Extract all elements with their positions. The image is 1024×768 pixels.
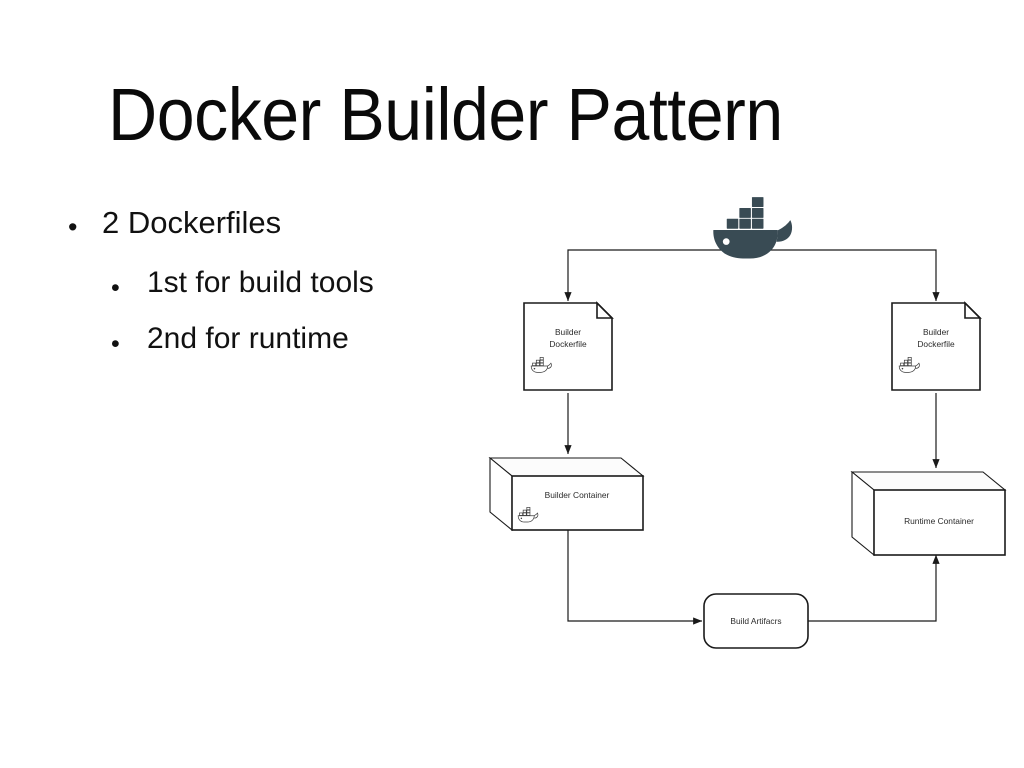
node-label: Runtime Container: [904, 516, 974, 526]
edge-build-artifacts-to-runtime-container: [808, 554, 940, 622]
edge-builder-container-to-build-artifacts: [567, 530, 703, 625]
edge-logo-to-left-dockerfile: [564, 249, 752, 302]
docker-builder-pattern-diagram: Builder Dockerfile Builder Dockerfile: [480, 180, 1024, 670]
node-builder-container: Builder Container: [488, 456, 645, 532]
cube-top-face: [850, 471, 1007, 491]
bullet-text-1: 2 Dockerfiles: [102, 205, 282, 240]
node-label-line1: Builder: [555, 327, 581, 337]
diagram-edges: [564, 249, 940, 625]
cube-front-face: [873, 489, 1006, 556]
bullet-dot-icon: •: [111, 330, 120, 358]
bullet-dot-icon: •: [68, 212, 78, 242]
document-shape: [523, 302, 613, 391]
bullet-text-3: 2nd for runtime: [147, 322, 349, 355]
node-right-dockerfile: Builder Dockerfile: [891, 301, 982, 391]
bullet-text-2: 1st for build tools: [147, 266, 374, 299]
rounded-rect-shape: [703, 593, 809, 649]
page-title: Docker Builder Pattern: [108, 73, 783, 156]
bullet-item-3: • 2nd for runtime: [111, 322, 498, 358]
node-label-line2: Dockerfile: [549, 339, 587, 349]
document-shape: [891, 302, 981, 391]
node-label: Build Artifacrs: [730, 616, 781, 626]
document-fold-icon: [596, 301, 614, 319]
edge-logo-to-right-dockerfile: [752, 249, 940, 302]
bullet-list: • 2 Dockerfiles • 1st for build tools • …: [68, 206, 498, 379]
node-label: Builder Container: [545, 490, 610, 500]
node-label-line2: Dockerfile: [917, 339, 955, 349]
cube-top-face: [488, 457, 645, 477]
bullet-item-1: • 2 Dockerfiles: [68, 206, 498, 241]
bullet-item-2: • 1st for build tools: [111, 266, 498, 302]
node-label-line1: Builder: [923, 327, 949, 337]
document-fold-icon: [964, 301, 982, 319]
node-left-dockerfile: Builder Dockerfile: [523, 301, 614, 391]
node-build-artifacts: Build Artifacrs: [703, 593, 809, 649]
bullet-dot-icon: •: [111, 274, 120, 302]
node-runtime-container: Runtime Container: [850, 470, 1007, 557]
docker-whale-logo: [713, 197, 793, 259]
cube-front-face: [511, 475, 644, 531]
